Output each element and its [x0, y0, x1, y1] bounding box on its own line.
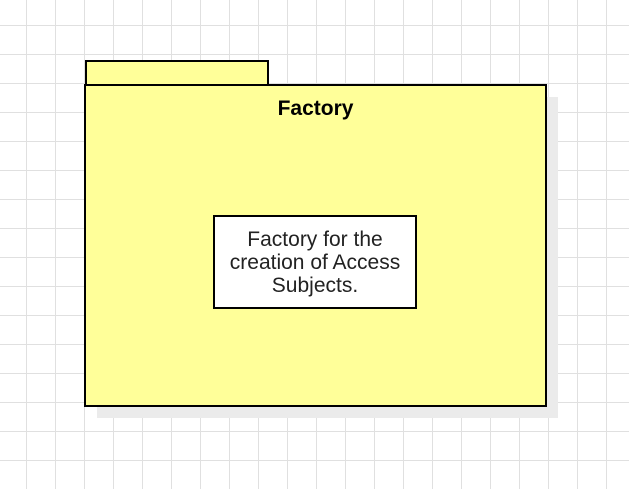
description-box[interactable]: Factory for the creation of Access Subje… [213, 215, 417, 309]
package-tab[interactable] [85, 60, 269, 85]
package-title: Factory [277, 97, 354, 120]
description-text: Factory for the creation of Access Subje… [229, 227, 401, 297]
